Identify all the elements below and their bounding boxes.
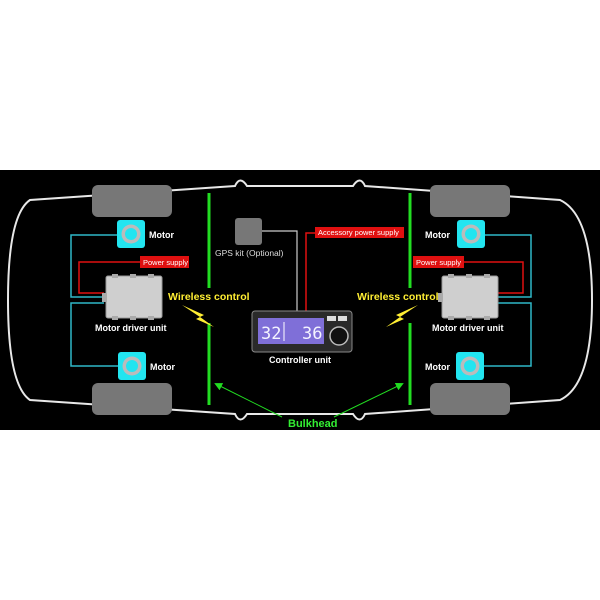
wireless-control-label: Wireless control — [357, 291, 439, 303]
bulkhead-arrow-left — [214, 383, 283, 418]
motor-label: Motor — [425, 362, 450, 372]
car-body-outline — [6, 179, 594, 421]
motor-driver-unit-left — [101, 273, 163, 321]
motor-label: Motor — [425, 230, 450, 240]
motor-driver-unit-label: Motor driver unit — [432, 323, 504, 333]
left-wiring — [70, 234, 140, 367]
motor-driver-unit-right — [437, 273, 499, 321]
motor-driver-unit-label: Motor driver unit — [95, 323, 167, 333]
bulkhead-lines — [207, 193, 412, 405]
gps-cable — [262, 230, 298, 312]
gps-kit — [235, 218, 262, 245]
controller-left-value: 32 — [261, 324, 281, 344]
wheel-rear-left — [92, 383, 172, 415]
bulkhead-label: Bulkhead — [288, 418, 338, 430]
motor-rear-left — [118, 352, 146, 380]
controller-right-value: 36 — [302, 324, 322, 344]
motor-rear-right — [456, 352, 484, 380]
motor-label: Motor — [149, 230, 174, 240]
accessory-power-wire — [305, 232, 315, 312]
gps-kit-label: GPS kit (Optional) — [215, 248, 284, 258]
wheel-front-right — [430, 185, 510, 217]
controller-knob — [329, 326, 349, 346]
wireless-control-label: Wireless control — [168, 291, 250, 303]
motor-front-left — [117, 220, 145, 248]
motor-front-right — [457, 220, 485, 248]
controller-unit: 32 36 — [251, 310, 353, 353]
motor-label: Motor — [150, 362, 175, 372]
power-supply-label: Power supply — [416, 258, 461, 267]
bulkhead-arrow-right — [333, 383, 404, 418]
power-supply-label: Power supply — [143, 258, 188, 267]
wheel-rear-right — [430, 383, 510, 415]
wheel-front-left — [92, 185, 172, 217]
right-wiring — [464, 234, 532, 367]
accessory-power-supply-label: Accessory power supply — [318, 228, 399, 237]
controller-unit-label: Controller unit — [269, 355, 331, 365]
